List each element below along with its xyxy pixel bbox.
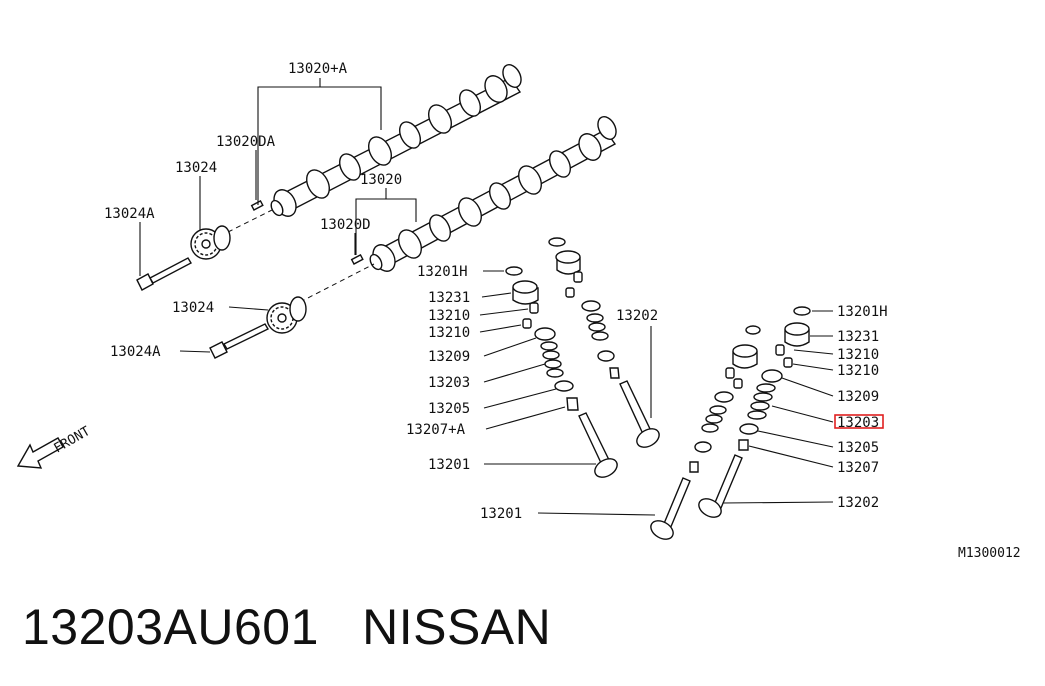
- camshaft-exhaust[interactable]: [368, 114, 620, 275]
- dowel-pin-icon: [350, 253, 364, 265]
- bolt-top[interactable]: [136, 257, 192, 291]
- label-cam-a[interactable]: 13020DA: [216, 134, 276, 150]
- label-seal-right[interactable]: 13207: [837, 460, 879, 476]
- parts-diagram: 13020+A 13020DA 13024 13024A 13020 13020…: [16, 61, 1021, 561]
- dowel-pin-icon: [250, 199, 264, 211]
- label-cam-assy[interactable]: 13020: [360, 172, 402, 188]
- diagram-code: M1300012: [958, 546, 1021, 561]
- label-seal-left[interactable]: 13207+A: [406, 422, 466, 438]
- valve-stack-center-right[interactable]: [648, 325, 761, 543]
- label-collet-left-2[interactable]: 13210: [428, 325, 470, 341]
- leader-lines: [139, 78, 834, 516]
- label-lifter-left[interactable]: 13231: [428, 290, 470, 306]
- label-valve-right[interactable]: 13202: [837, 495, 879, 511]
- valve-stack-middle[interactable]: [548, 237, 662, 451]
- label-cam[interactable]: 13020D: [320, 217, 371, 233]
- label-collet-right-2[interactable]: 13210: [837, 363, 879, 379]
- label-seat-right[interactable]: 13205: [837, 440, 879, 456]
- label-cam-assy-a[interactable]: 13020+A: [288, 61, 348, 77]
- label-valve-left[interactable]: 13201: [428, 457, 470, 473]
- label-shim-left[interactable]: 13201H: [417, 264, 468, 280]
- label-valve-bottom[interactable]: 13201: [480, 506, 522, 522]
- label-spring-right[interactable]: 13203: [837, 415, 879, 431]
- label-retainer-right[interactable]: 13209: [837, 389, 879, 405]
- label-spring-left[interactable]: 13203: [428, 375, 470, 391]
- brand-name: NISSAN: [362, 599, 552, 655]
- label-collet-left-1[interactable]: 13210: [428, 308, 470, 324]
- label-retainer-left[interactable]: 13209: [428, 349, 470, 365]
- label-bolt-top[interactable]: 13024A: [104, 206, 155, 222]
- sprocket-bottom[interactable]: [266, 296, 307, 334]
- label-collet-right-1[interactable]: 13210: [837, 347, 879, 363]
- bolt-bottom[interactable]: [209, 323, 269, 359]
- sprocket-top[interactable]: [190, 225, 231, 260]
- label-shim-right[interactable]: 13201H: [837, 304, 888, 320]
- camshaft-intake[interactable]: [269, 62, 525, 220]
- front-label: FRONT: [52, 424, 94, 457]
- label-lifter-right[interactable]: 13231: [837, 329, 879, 345]
- label-valve-middle[interactable]: 13202: [616, 308, 658, 324]
- part-number: 13203AU601: [22, 599, 319, 655]
- label-seat-left[interactable]: 13205: [428, 401, 470, 417]
- front-arrow-icon: [16, 437, 64, 469]
- highlight-box: [834, 414, 884, 429]
- label-bolt-bottom[interactable]: 13024A: [110, 344, 161, 360]
- label-sprocket-bottom[interactable]: 13024: [172, 300, 214, 316]
- part-caption: 13203AU601 NISSAN: [22, 598, 551, 656]
- valve-stack-right[interactable]: [696, 306, 811, 521]
- label-sprocket-top[interactable]: 13024: [175, 160, 217, 176]
- valve-stack-left[interactable]: [505, 266, 620, 481]
